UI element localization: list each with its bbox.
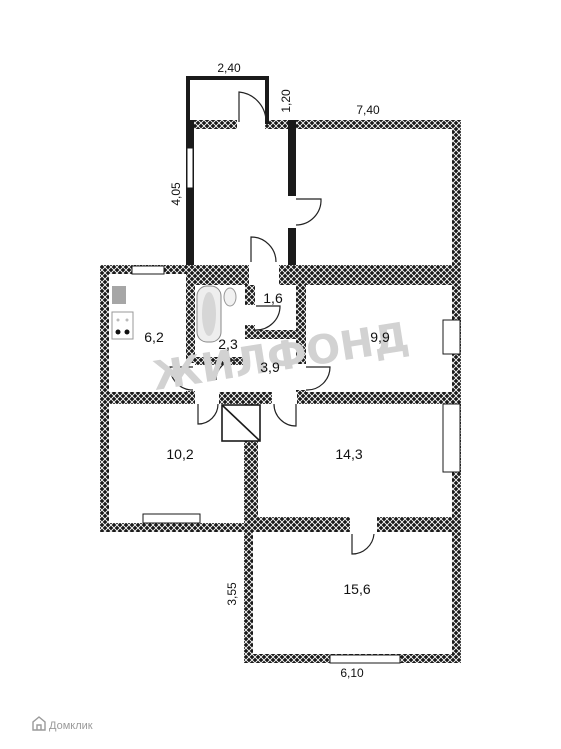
- dim-left-lower: 3,55: [225, 582, 239, 606]
- upper-thin-walls: [186, 76, 296, 265]
- door-openings: [186, 120, 377, 532]
- room-area-bathroom: 2,3: [218, 336, 238, 352]
- dim-porch-depth: 1,20: [279, 89, 293, 113]
- room-area-toilet: 1,6: [263, 290, 283, 306]
- brand-name: Домклик: [49, 720, 93, 732]
- outer-walls: [100, 120, 461, 663]
- brand-logo: Домклик: [32, 716, 93, 732]
- room-area-living: 14,3: [335, 446, 362, 462]
- sink-icon: [223, 287, 237, 307]
- bathtub-icon: [196, 285, 222, 343]
- windows: [131, 147, 461, 664]
- dim-porch-width: 2,40: [217, 61, 241, 75]
- room-area-room-west: 10,2: [166, 446, 193, 462]
- house-icon: [32, 716, 46, 731]
- room-area-bedroom-east: 9,9: [370, 329, 390, 345]
- room-area-hall: 3,9: [260, 359, 280, 375]
- room-area-kitchen: 6,2: [144, 329, 164, 345]
- room-labels: 6,2 2,3 1,6 9,9 3,9 10,2 14,3 15,6: [144, 290, 390, 597]
- dim-bottom-width: 6,10: [340, 666, 364, 680]
- dim-left-upper: 4,05: [169, 182, 183, 206]
- room-area-room-south: 15,6: [343, 581, 370, 597]
- dimension-labels: 2,40 1,20 7,40 4,05 3,55 6,10: [169, 61, 380, 680]
- door-swings: [169, 91, 375, 555]
- vent-box: [221, 404, 261, 442]
- stove-icon: [111, 286, 134, 340]
- dim-top-width: 7,40: [356, 103, 380, 117]
